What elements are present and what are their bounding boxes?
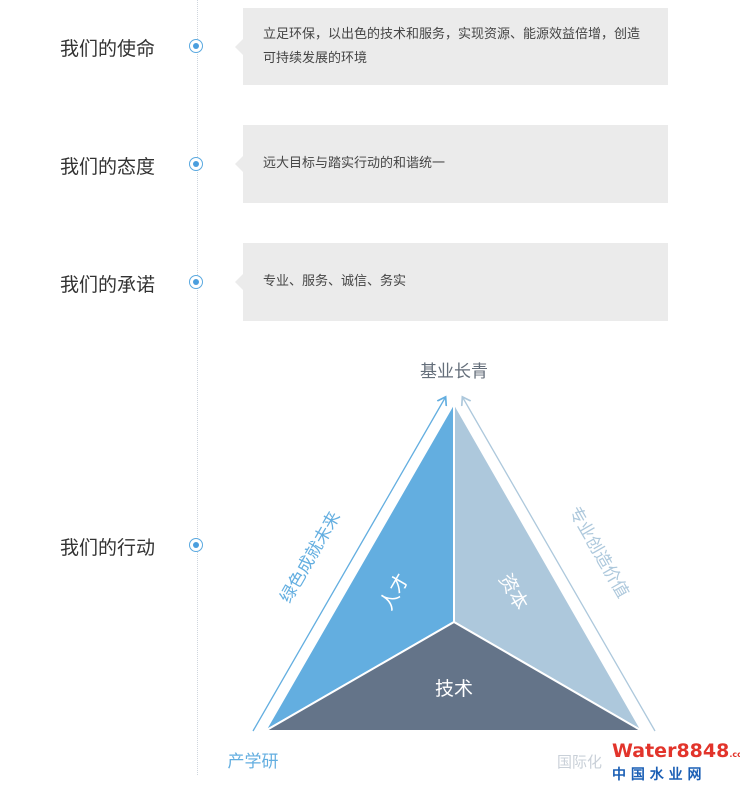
segment-technology [261, 620, 646, 732]
watermark-suffix: .com [729, 750, 740, 759]
watermark-logo: Water8848.com 中 国 水 业 网 [612, 740, 740, 784]
technology-label: 技术 [435, 678, 473, 700]
attitude-text: 远大目标与踏实行动的和谐统一 [263, 156, 446, 171]
promise-box: 专业、服务、诚信、务实 [235, 243, 668, 321]
right-arrow-label: 专业创造价值 [564, 503, 632, 601]
watermark-brand: Water8848 [612, 740, 730, 762]
timeline-dot-icon[interactable] [189, 275, 203, 289]
section-title-attitude: 我们的态度 [60, 156, 156, 178]
left-label: 产学研 [228, 752, 279, 772]
section-title-mission: 我们的使命 [60, 38, 156, 60]
promise-text: 专业、服务、诚信、务实 [263, 274, 407, 289]
section-title-action: 我们的行动 [60, 537, 156, 559]
section-title-promise: 我们的承诺 [60, 274, 156, 296]
top-label: 基业长青 [420, 362, 488, 382]
left-arrow [252, 398, 445, 732]
right-label: 国际化 [557, 753, 602, 771]
attitude-box: 远大目标与踏实行动的和谐统一 [235, 125, 668, 203]
timeline-dot-icon[interactable] [189, 157, 203, 171]
left-arrow-label: 绿色成就未来 [277, 508, 345, 606]
timeline-line [197, 0, 198, 775]
mission-box: 立足环保，以出色的技术和服务，实现资源、能源效益倍增，创造可持续发展的环境 [235, 8, 668, 85]
mission-text: 立足环保，以出色的技术和服务，实现资源、能源效益倍增，创造可持续发展的环境 [263, 26, 641, 66]
timeline-dot-icon[interactable] [189, 538, 203, 552]
watermark-subtitle: 中 国 水 业 网 [612, 767, 702, 783]
timeline-dot-icon[interactable] [189, 39, 203, 53]
right-arrow [463, 398, 656, 732]
